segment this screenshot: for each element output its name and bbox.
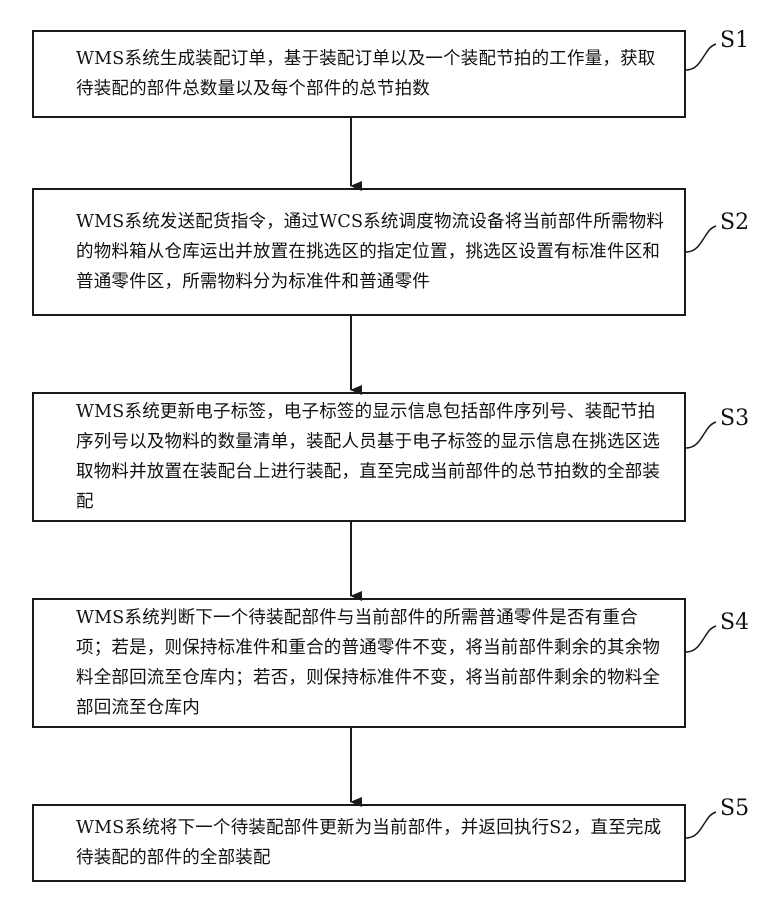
step-box-s4: WMS系统判断下一个待装配部件与当前部件的所需普通零件是否有重合项；若是，则保持… [32,598,686,728]
step-text-s5: WMS系统将下一个待装配部件更新为当前部件，并返回执行S2，直至完成待装配的部件… [76,813,670,873]
leader-s1 [686,44,716,70]
step-text-s2: WMS系统发送配货指令，通过WCS系统调度物流设备将当前部件所需物料的物料箱从仓… [76,207,670,297]
leader-s5 [686,812,716,838]
step-label-s2: S2 [720,210,749,235]
step-box-s1: WMS系统生成装配订单，基于装配订单以及一个装配节拍的工作量，获取待装配的部件总… [32,30,686,118]
step-text-s4: WMS系统判断下一个待装配部件与当前部件的所需普通零件是否有重合项；若是，则保持… [76,603,670,723]
leader-s2 [686,226,716,252]
step-label-s1: S1 [720,28,749,53]
leader-s3 [686,422,716,448]
step-text-s3: WMS系统更新电子标签，电子标签的显示信息包括部件序列号、装配节拍序列号以及物料… [76,397,670,517]
step-box-s3: WMS系统更新电子标签，电子标签的显示信息包括部件序列号、装配节拍序列号以及物料… [32,392,686,522]
step-box-s5: WMS系统将下一个待装配部件更新为当前部件，并返回执行S2，直至完成待装配的部件… [32,804,686,882]
step-box-s2: WMS系统发送配货指令，通过WCS系统调度物流设备将当前部件所需物料的物料箱从仓… [32,188,686,316]
step-label-s4: S4 [720,610,749,635]
step-label-s3: S3 [720,406,749,431]
step-text-s1: WMS系统生成装配订单，基于装配订单以及一个装配节拍的工作量，获取待装配的部件总… [76,44,670,104]
leader-s4 [686,626,716,652]
step-label-s5: S5 [720,796,749,821]
